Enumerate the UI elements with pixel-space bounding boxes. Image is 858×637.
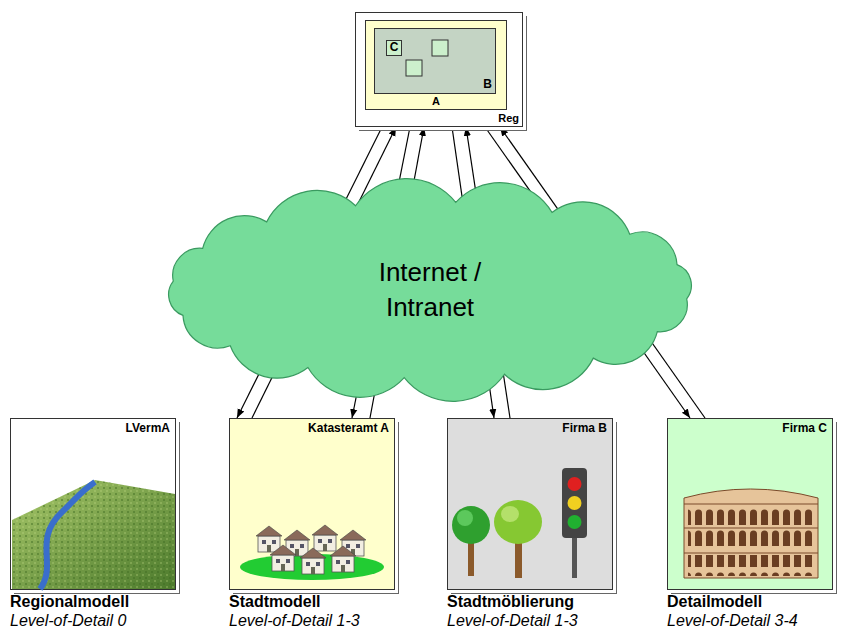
model-group-box: CB — [374, 28, 496, 94]
caption-title: Stadtmodell — [229, 593, 321, 611]
caption-subtitle: Level-of-Detail 1-3 — [229, 612, 360, 630]
caption-title: Stadtmöblierung — [447, 593, 574, 611]
box-label: LVermA — [126, 422, 170, 436]
model-box: CBA — [365, 20, 507, 110]
cloud-outline — [169, 179, 692, 402]
provider-box: Katasteramt AStadtmodellLevel-of-Detail … — [229, 418, 395, 590]
caption-subtitle: Level-of-Detail 1-3 — [447, 612, 578, 630]
box-label: Firma B — [562, 422, 607, 436]
box-label: Reg — [498, 112, 519, 125]
cloud-outline — [150, 180, 710, 400]
box-label: C — [390, 41, 399, 55]
network-cloud: Internet / Intranet — [150, 180, 710, 400]
box-label: B — [483, 78, 492, 92]
provider-box: LVermARegionalmodellLevel-of-Detail 0 — [10, 418, 176, 590]
box-label: A — [366, 95, 506, 108]
caption-subtitle: Level-of-Detail 0 — [10, 612, 127, 630]
caption-title: Detailmodell — [667, 593, 762, 611]
box-label: Katasteramt A — [308, 422, 389, 436]
model-square: C — [386, 40, 402, 56]
cloud-label: Internet / Intranet — [350, 255, 510, 325]
provider-box: Firma CDetailmodellLevel-of-Detail 3-4 — [667, 418, 833, 590]
provider-box: Firma BStadtmöblierungLevel-of-Detail 1-… — [447, 418, 613, 590]
caption-title: Regionalmodell — [10, 593, 129, 611]
registry-box: CBAReg — [355, 12, 523, 127]
box-label: Firma C — [782, 422, 827, 436]
caption-subtitle: Level-of-Detail 3-4 — [667, 612, 798, 630]
